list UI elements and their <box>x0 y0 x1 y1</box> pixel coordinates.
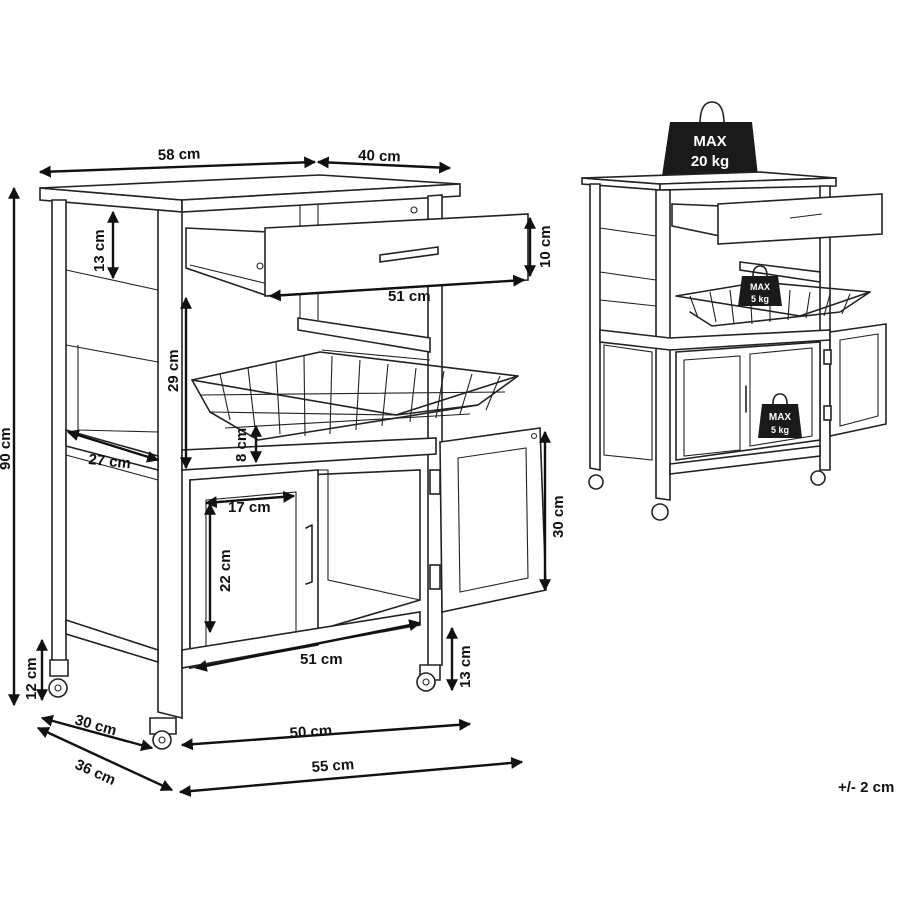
drawer-body <box>185 227 269 298</box>
label-total-height: 90 cm <box>0 427 14 470</box>
label-drawer-opening: 13 cm <box>91 229 108 272</box>
weight-basket-value: 5 kg <box>751 294 769 304</box>
load-capacity-drawing: MAX 20 kg MAX 5 kg <box>581 101 887 521</box>
label-wheel-height-right: 13 cm <box>457 645 474 688</box>
label-drawer-length: 51 cm <box>388 288 431 305</box>
weight-basket-label: MAX <box>750 282 770 292</box>
label-bottom-shelf-width: 51 cm <box>300 651 343 668</box>
weight-top-value: 20 kg <box>691 153 729 170</box>
front-right-leg <box>427 194 443 669</box>
label-wheel-height-left: 12 cm <box>23 657 40 700</box>
dimension-lines <box>8 156 551 798</box>
label-base-width: 50 cm <box>289 722 333 742</box>
label-basket-height: 8 cm <box>233 428 250 462</box>
main-cart-drawing: 58 cm 40 cm 90 cm 13 cm 10 cm 51 cm 29 c… <box>0 146 567 798</box>
weight-top-icon: MAX 20 kg <box>662 101 758 176</box>
label-shelf-depth: 27 cm <box>88 451 132 472</box>
label-top-width: 58 cm <box>158 146 201 164</box>
weight-shelf-icon: MAX 5 kg <box>758 393 802 438</box>
weight-shelf-label: MAX <box>769 412 792 423</box>
front-left-leg <box>157 209 183 720</box>
wire-basket <box>191 351 519 441</box>
label-door-height: 30 cm <box>550 495 567 538</box>
label-top-depth: 40 cm <box>358 147 401 165</box>
middle-shelf <box>181 437 437 471</box>
drawer-handle <box>379 246 439 263</box>
label-drawer-front: 10 cm <box>537 225 554 268</box>
label-door-inner-height: 22 cm <box>217 549 234 592</box>
weight-top-label: MAX <box>693 133 726 150</box>
label-basket-space: 29 cm <box>165 349 182 392</box>
tolerance-note: +/- 2 cm <box>838 779 894 796</box>
label-base-depth: 30 cm <box>73 712 119 740</box>
weight-shelf-value: 5 kg <box>771 425 789 435</box>
cabinet-right-door <box>439 427 547 613</box>
label-overall-width: 55 cm <box>311 756 355 776</box>
label-door-inner-width: 17 cm <box>228 499 271 516</box>
weight-basket-icon: MAX 5 kg <box>738 265 782 306</box>
